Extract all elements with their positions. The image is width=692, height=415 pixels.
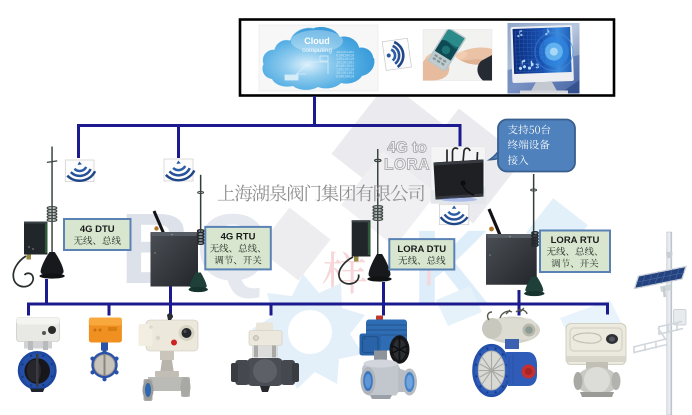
svg-text:LORA RTU: LORA RTU [551, 235, 600, 246]
svg-text:LORA: LORA [384, 157, 430, 174]
svg-text:LORA DTU: LORA DTU [397, 244, 446, 255]
svg-text:4G to: 4G to [387, 140, 427, 157]
svg-text:Cloud: Cloud [304, 36, 330, 46]
svg-text:computing: computing [302, 47, 332, 54]
svg-text:4G RTU: 4G RTU [221, 232, 256, 243]
svg-text:4G DTU: 4G DTU [80, 224, 115, 235]
svg-text:3: 3 [535, 63, 539, 70]
